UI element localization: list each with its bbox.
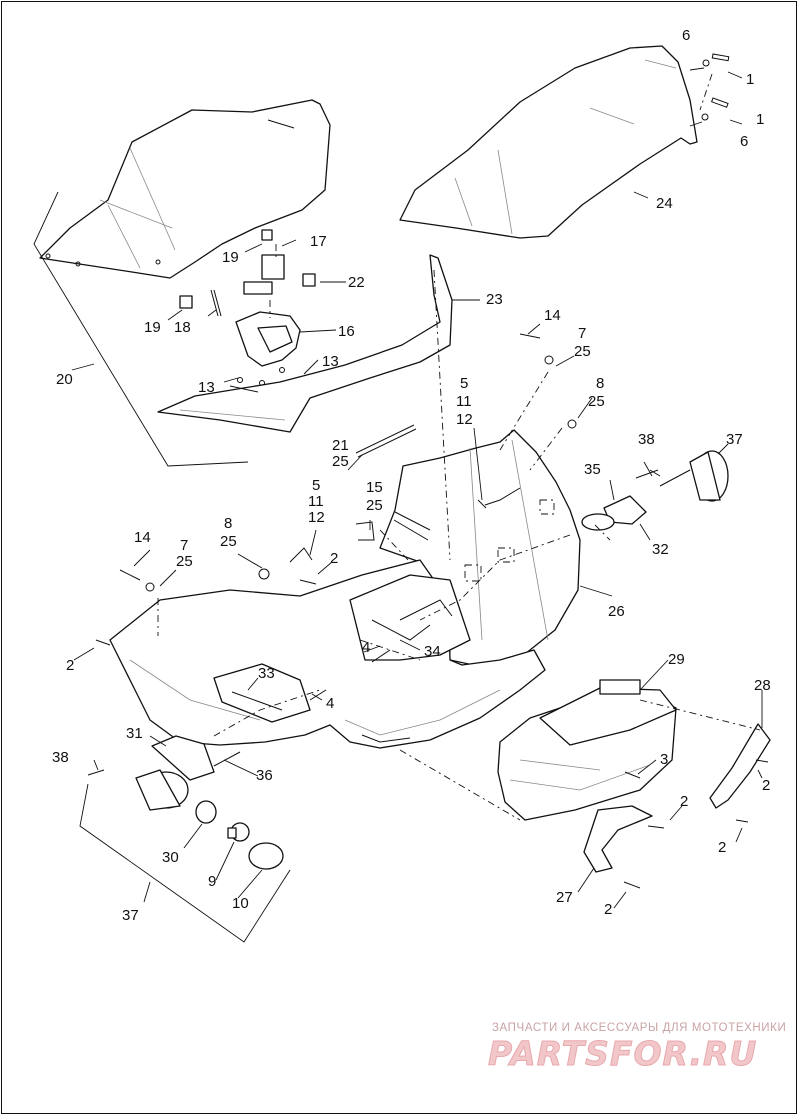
callout-labels: 6 1 1 6 24 20 19 17 22 19 18 16 13 13 23… [52, 27, 771, 924]
callout-8: 8 [596, 375, 604, 392]
callout-6: 6 [740, 133, 748, 150]
callout-12: 12 [308, 509, 325, 526]
callout-18: 18 [174, 319, 191, 336]
callout-8: 8 [224, 515, 232, 532]
part-37-turn-signal-left [135, 735, 284, 870]
callout-7: 7 [180, 537, 188, 554]
callout-13: 13 [322, 353, 339, 370]
part-37-turn-signal-right [581, 450, 729, 531]
callout-28: 28 [754, 677, 771, 694]
callout-31: 31 [126, 725, 143, 742]
callout-23: 23 [486, 291, 503, 308]
callout-13: 13 [198, 379, 215, 396]
callout-4: 4 [362, 639, 370, 656]
callout-6: 6 [682, 27, 690, 44]
callout-2: 2 [66, 657, 74, 674]
callout-5: 5 [312, 477, 320, 494]
callout-2: 2 [330, 550, 338, 567]
callout-1: 1 [756, 111, 764, 128]
callout-14: 14 [544, 307, 561, 324]
callout-16: 16 [338, 323, 355, 340]
callout-34: 34 [424, 643, 441, 660]
callout-21: 21 [332, 437, 349, 454]
callout-11: 11 [308, 493, 324, 510]
centre-lines [157, 73, 761, 821]
callout-1: 1 [746, 71, 754, 88]
callout-35: 35 [584, 461, 601, 478]
part-27-bracket [583, 805, 653, 873]
callout-27: 27 [556, 889, 573, 906]
callout-36: 36 [256, 767, 273, 784]
callout-17: 17 [310, 233, 327, 250]
callout-4: 4 [326, 695, 334, 712]
leader-lines [33, 67, 763, 943]
callout-3: 3 [660, 751, 668, 768]
part-21-strip [355, 424, 417, 458]
callout-25: 25 [220, 533, 237, 550]
callout-2: 2 [762, 777, 770, 794]
callout-19: 19 [144, 319, 161, 336]
callout-25: 25 [588, 393, 605, 410]
callout-9: 9 [208, 873, 216, 890]
part-28-bracket [709, 723, 771, 809]
callout-7: 7 [578, 325, 586, 342]
callout-38: 38 [52, 749, 69, 766]
callout-29: 29 [668, 651, 685, 668]
callout-15: 15 [366, 479, 383, 496]
callout-2: 2 [680, 793, 688, 810]
callout-25: 25 [332, 453, 349, 470]
callout-37: 37 [726, 431, 743, 448]
callout-2: 2 [718, 839, 726, 856]
part-24-windshield [399, 45, 698, 239]
callout-19: 19 [222, 249, 239, 266]
callout-10: 10 [232, 895, 249, 912]
callout-20: 20 [56, 371, 73, 388]
callout-26: 26 [608, 603, 625, 620]
callout-12: 12 [456, 411, 473, 428]
part-outer-fairing [109, 559, 546, 749]
callout-14: 14 [134, 529, 151, 546]
callout-38: 38 [638, 431, 655, 448]
callout-25: 25 [176, 553, 193, 570]
callout-37: 37 [122, 907, 139, 924]
callout-25: 25 [366, 497, 383, 514]
callout-30: 30 [162, 849, 179, 866]
callout-22: 22 [348, 274, 365, 291]
callout-24: 24 [656, 195, 673, 212]
callout-2: 2 [604, 901, 612, 918]
watermark-logo: PARTSFOR.RU [487, 1034, 758, 1074]
callout-32: 32 [652, 541, 669, 558]
part-16-mount-bracket [179, 229, 316, 400]
callout-11: 11 [456, 393, 472, 410]
part-1-6-screws [701, 53, 730, 121]
watermark-tagline: ЗАПЧАСТИ И АКСЕССУАРЫ ДЛЯ МОТОТЕХНИКИ [492, 1022, 787, 1034]
part-29-headlight [497, 679, 677, 821]
screws [87, 333, 769, 889]
callout-33: 33 [258, 665, 275, 682]
callout-5: 5 [460, 375, 468, 392]
part-23-trim-strip [157, 254, 453, 433]
part-20-windshield [39, 99, 331, 279]
callout-25: 25 [574, 343, 591, 360]
